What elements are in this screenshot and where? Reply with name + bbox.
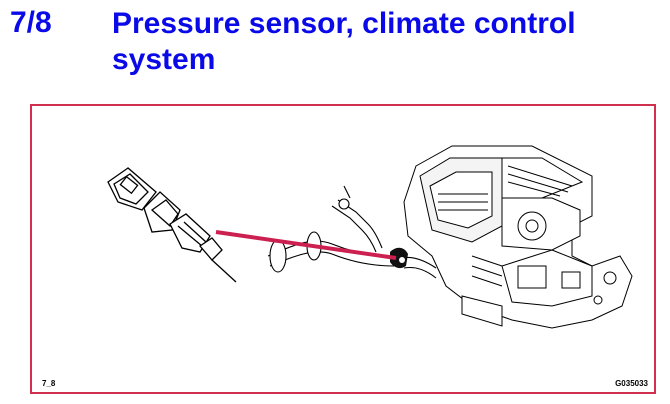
- illustration-frame: 7_8 G035033: [30, 104, 656, 394]
- section-number: 7/8: [10, 6, 52, 39]
- pointer-line: [215, 230, 397, 260]
- technical-illustration: [107, 145, 633, 329]
- page-title: Pressure sensor, climate control system: [112, 7, 576, 76]
- climate-unit-drawing: [403, 145, 633, 329]
- image-code: G035033: [615, 379, 648, 388]
- figure-reference: 7_8: [42, 379, 56, 388]
- sensor-mount-drawing: [390, 247, 408, 269]
- pressure-sensor-drawing: [107, 167, 237, 283]
